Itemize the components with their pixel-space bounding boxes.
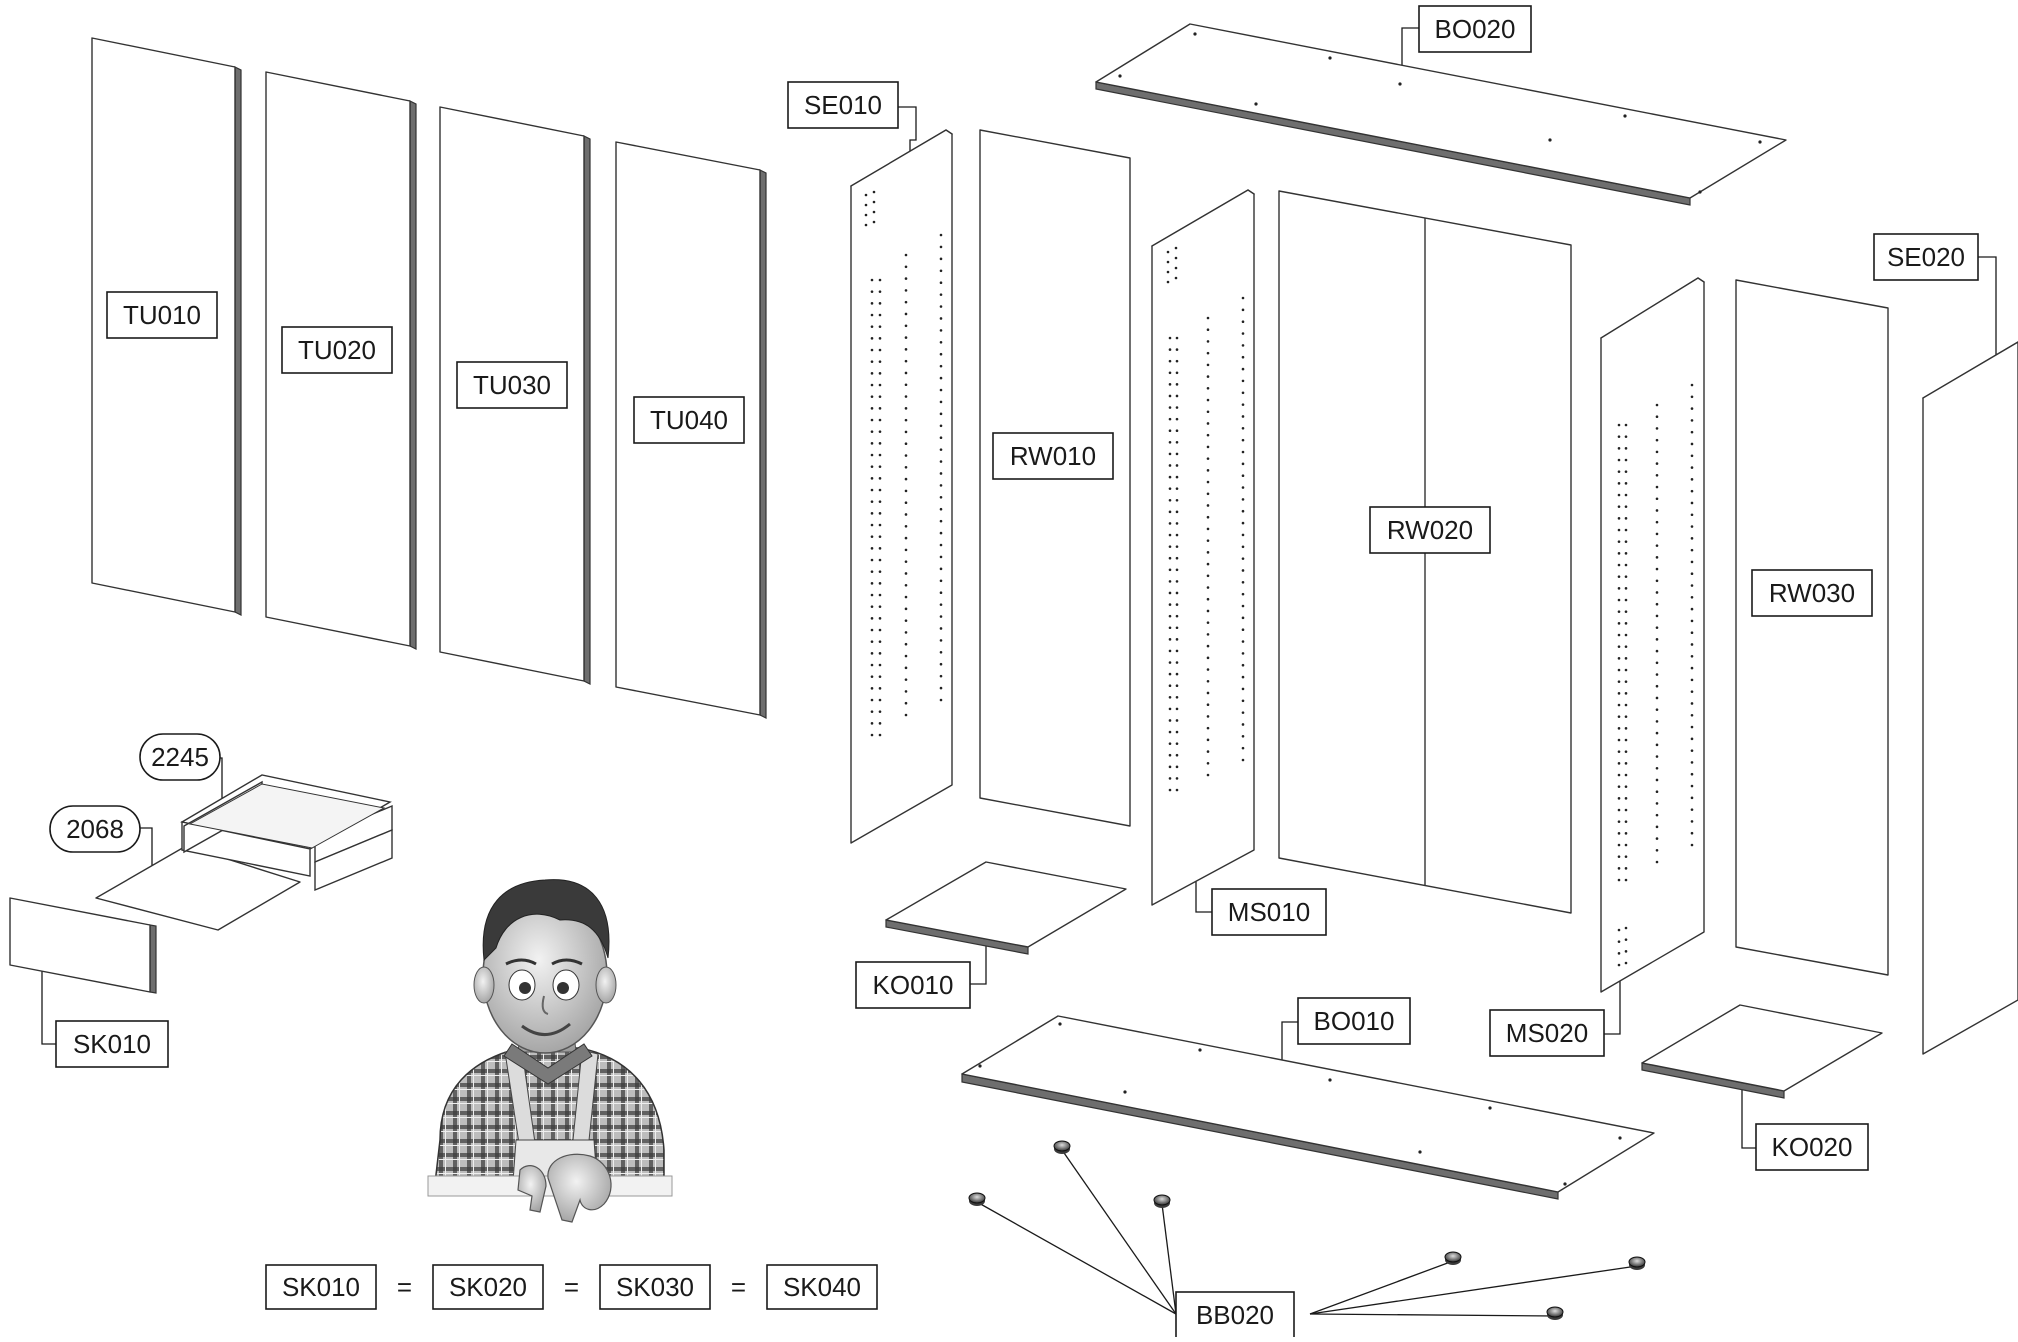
svg-text:RW030: RW030 <box>1769 578 1855 608</box>
back-wall-rw030 <box>1735 279 1889 976</box>
svg-text:SE020: SE020 <box>1887 242 1965 272</box>
furniture-foot-icon <box>1153 1194 1171 1208</box>
svg-text:SK030: SK030 <box>616 1272 694 1302</box>
equivalence-item: SK010 <box>265 1264 377 1310</box>
top-board-bo020 <box>1095 23 1787 206</box>
part-label-ko010: KO010 <box>855 961 971 1009</box>
part-label-tu010: TU010 <box>106 291 218 339</box>
part-label-sk010: SK010 <box>55 1020 169 1068</box>
svg-text:KO020: KO020 <box>1772 1132 1853 1162</box>
equivalence-item: SK030 <box>599 1264 711 1310</box>
svg-text:SK040: SK040 <box>783 1272 861 1302</box>
svg-text:BO010: BO010 <box>1314 1006 1395 1036</box>
drawer-front-sk010 <box>9 897 157 994</box>
middle-side-ms010 <box>1150 189 1256 906</box>
part-label-bo010: BO010 <box>1297 997 1411 1045</box>
svg-text:TU030: TU030 <box>473 370 551 400</box>
part-label-ms020: MS020 <box>1489 1009 1605 1057</box>
furniture-foot-icon <box>1628 1256 1646 1270</box>
svg-text:SK020: SK020 <box>449 1272 527 1302</box>
equals-sign: = <box>564 1272 579 1302</box>
equals-sign: = <box>397 1272 412 1302</box>
svg-text:2068: 2068 <box>66 814 124 844</box>
callout-2068: 2068 <box>49 805 141 853</box>
drawer-base-plate-2068 <box>95 845 301 931</box>
part-label-tu040: TU040 <box>633 396 745 444</box>
svg-text:TU010: TU010 <box>123 300 201 330</box>
part-label-bb020: BB020 <box>1175 1291 1295 1339</box>
furniture-foot-icon <box>968 1192 986 1206</box>
part-label-se020: SE020 <box>1873 233 1979 281</box>
drawer-frame-2245 <box>180 774 393 892</box>
svg-text:MS010: MS010 <box>1228 897 1310 927</box>
svg-text:BB020: BB020 <box>1196 1300 1274 1330</box>
part-label-bo020: BO020 <box>1418 5 1532 53</box>
part-label-rw010: RW010 <box>992 432 1114 480</box>
side-panel-se010 <box>849 129 954 844</box>
svg-text:TU040: TU040 <box>650 405 728 435</box>
furniture-foot-icon <box>1546 1306 1564 1320</box>
side-panel-se020 <box>1921 341 2018 1055</box>
part-label-tu030: TU030 <box>456 361 568 409</box>
svg-text:TU020: TU020 <box>298 335 376 365</box>
svg-text:RW020: RW020 <box>1387 515 1473 545</box>
part-label-ko020: KO020 <box>1755 1123 1869 1171</box>
part-label-rw030: RW030 <box>1751 569 1873 617</box>
svg-text:SK010: SK010 <box>282 1272 360 1302</box>
svg-text:RW010: RW010 <box>1010 441 1096 471</box>
middle-side-ms020 <box>1599 277 1706 993</box>
part-label-rw020: RW020 <box>1369 506 1491 554</box>
svg-text:BO020: BO020 <box>1435 14 1516 44</box>
part-label-ms010: MS010 <box>1211 888 1327 936</box>
bottom-board-bo010 <box>961 1015 1655 1200</box>
furniture-foot-icon <box>1053 1140 1071 1154</box>
cartoon-handyman-mascot-icon <box>427 879 673 1223</box>
part-label-tu020: TU020 <box>281 326 393 374</box>
svg-text:SE010: SE010 <box>804 90 882 120</box>
part-label-se010: SE010 <box>787 81 899 129</box>
equivalence-item: SK040 <box>766 1264 878 1310</box>
callout-2245: 2245 <box>139 733 221 781</box>
svg-text:SK010: SK010 <box>73 1029 151 1059</box>
equivalence-item: SK020 <box>432 1264 544 1310</box>
svg-text:2245: 2245 <box>151 742 209 772</box>
svg-text:MS020: MS020 <box>1506 1018 1588 1048</box>
equals-sign: = <box>731 1272 746 1302</box>
cover-board-ko020 <box>1641 1004 1883 1099</box>
furniture-foot-icon <box>1444 1251 1462 1265</box>
cover-board-ko010 <box>885 861 1127 955</box>
svg-text:KO010: KO010 <box>873 970 954 1000</box>
